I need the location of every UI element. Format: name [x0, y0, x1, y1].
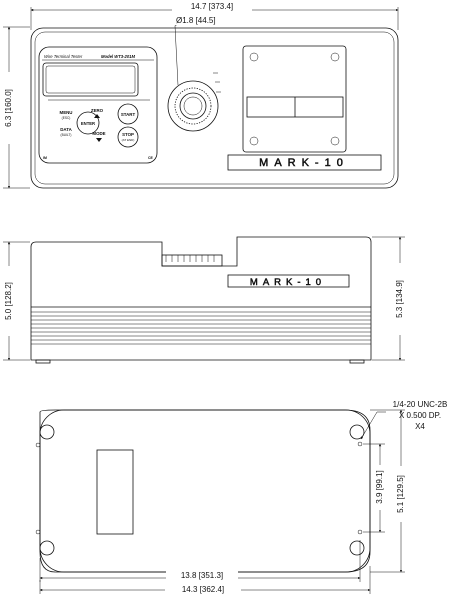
screw-icon [330, 52, 340, 62]
grip-plate [242, 45, 347, 153]
label-bg [2, 266, 15, 336]
front-view: 5.0 [128.2] 5.3 [134.9] MARK-10 [2, 236, 407, 364]
bottom-inner-height-label: 3.9 [99.1] [375, 470, 384, 503]
threaded-hole [357, 441, 363, 447]
knob-outer [167, 80, 219, 132]
knob-ridges [165, 255, 215, 262]
panel-header: Wire Terminal Tester [44, 54, 83, 59]
threaded-hole [35, 442, 41, 448]
foot-circle [349, 540, 365, 556]
side-height-right-label: 5.3 [134.9] [395, 280, 404, 318]
knob-leader-line [174, 25, 179, 86]
mode-key-label: MODE [92, 131, 105, 136]
callout-line2: X 0.500 DP. [399, 411, 441, 420]
foot-circle [39, 540, 55, 556]
threaded-hole [357, 529, 363, 535]
enter-key-label: ENTER [81, 121, 95, 126]
top-view: 14.7 [373.4] 6.3 [160.0] Wire Terminal T… [2, 0, 399, 189]
stop-key-label: STOP [122, 132, 134, 137]
bottom-outline-rounded [39, 409, 371, 573]
screw-icon [249, 136, 259, 146]
up-arrow-icon [94, 114, 100, 118]
screw-icon [330, 136, 340, 146]
top-width-label: 14.7 [373.4] [191, 2, 233, 11]
menu-key-label: MENU [60, 110, 73, 115]
label-bg [2, 72, 15, 144]
label-bg [374, 465, 387, 510]
data-key-label: DATA [60, 127, 72, 132]
label-area [96, 449, 134, 535]
vent-louvres [31, 311, 371, 345]
housing-outline [30, 27, 399, 189]
foot [35, 359, 51, 364]
housing-inner-outline [34, 31, 395, 185]
screw-icon [249, 52, 259, 62]
panel-corner-mark: IM [43, 156, 47, 160]
start-key-label: START [121, 112, 136, 117]
brand-plate [227, 154, 382, 171]
label-bg [173, 14, 231, 25]
side-height-left-label: 5.0 [128.2] [4, 282, 13, 320]
bottom-inner-width-label: 13.8 [351.3] [181, 571, 223, 580]
knob [167, 72, 221, 132]
bottom-outer-width-label: 14.3 [362.4] [182, 585, 224, 594]
front-body-outline [30, 236, 372, 361]
label-bg [165, 583, 241, 594]
callout-leader [360, 411, 378, 440]
top-height-label: 6.3 [160.0] [4, 89, 13, 127]
bottom-outer-height-label: 5.1 [129.5] [396, 475, 405, 513]
label-bg [166, 569, 238, 580]
foot-circle [349, 424, 365, 440]
enter-key-ring [76, 111, 100, 135]
knob-face [179, 92, 207, 120]
data-key-sublabel: (BUILT) [61, 133, 72, 137]
front-brand-logo: MARK-10 [250, 277, 326, 288]
menu-key-sublabel: (ESC) [62, 116, 71, 120]
knob-side [161, 254, 223, 267]
knob-serrated-ring [174, 87, 212, 125]
stop-button [117, 126, 139, 148]
bottom-view: 1/4-20 UNC-2B X 0.500 DP. X4 3.9 [99.1] … [35, 400, 448, 594]
label-bg [393, 263, 407, 335]
zero-key-label: ZERO [91, 108, 104, 113]
label-bg [172, 0, 252, 12]
ce-mark-icon: CE [148, 156, 154, 160]
display-inner [45, 65, 136, 94]
display-screen [42, 62, 139, 97]
bottom-outline [39, 409, 371, 573]
front-brand-plate [227, 274, 350, 288]
knob-diameter-label: Ø1.8 [44.5] [176, 16, 216, 25]
stop-key-sublabel: (AT END) [122, 138, 135, 142]
threaded-hole [35, 529, 41, 535]
start-button [117, 103, 139, 125]
foot [349, 359, 365, 364]
foot-circle [39, 424, 55, 440]
down-arrow-icon [96, 138, 102, 142]
callout-line3: X4 [415, 422, 425, 431]
label-bg [394, 466, 408, 522]
callout-line1: 1/4-20 UNC-2B [393, 400, 448, 409]
control-panel [38, 46, 158, 164]
knob-center [183, 96, 203, 116]
panel-model: Model WT3-201M [101, 54, 135, 59]
brand-logo: MARK-10 [259, 157, 349, 169]
